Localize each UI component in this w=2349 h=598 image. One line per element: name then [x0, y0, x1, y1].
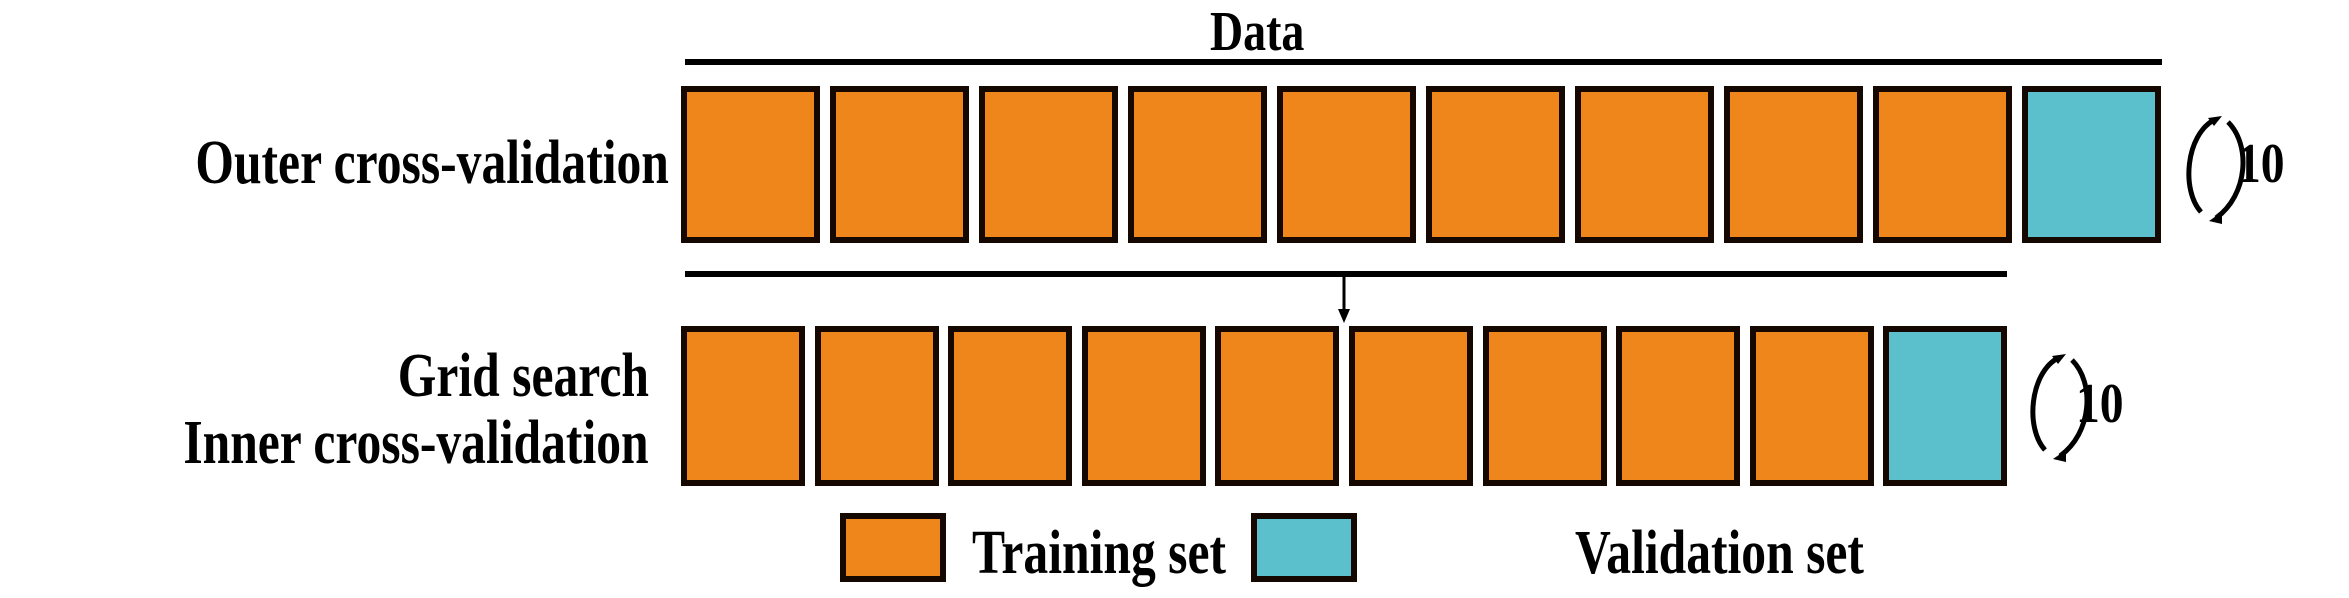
legend-training-label: Training set [972, 519, 1226, 587]
inner-training-block [1081, 326, 1206, 486]
legend-validation-label: Validation set [1575, 519, 1864, 587]
outer-training-block [1575, 86, 1714, 243]
inner-training-block [1349, 326, 1473, 486]
inner-training-block [1215, 326, 1340, 486]
inner-validation-block [1883, 326, 2008, 486]
inner-training-block [1616, 326, 1741, 486]
outer-repeat-count: 10 [2237, 133, 2285, 195]
outer-training-block [1873, 86, 2012, 243]
inner-span-line [685, 271, 2007, 277]
inner-training-block [681, 326, 805, 486]
outer-training-block [1128, 86, 1267, 243]
down-arrow-icon [1338, 277, 1350, 323]
outer-training-block [1426, 86, 1565, 243]
inner-cv-label: Inner cross-validation [183, 409, 649, 477]
repeat-cycle-icon [2030, 354, 2090, 462]
data-span-line [685, 59, 2162, 65]
grid-search-label: Grid search [397, 342, 649, 410]
data-title: Data [1210, 1, 1305, 63]
legend-validation-swatch [1251, 513, 1357, 582]
repeat-cycle-icon [2186, 116, 2246, 224]
inner-training-block [1482, 326, 1607, 486]
inner-training-block [948, 326, 1073, 486]
inner-training-block [814, 326, 939, 486]
outer-cv-label: Outer cross-validation [195, 129, 669, 197]
inner-repeat-count: 10 [2076, 373, 2124, 435]
outer-training-block [1724, 86, 1863, 243]
legend-training-swatch [840, 513, 946, 582]
inner-training-block [1749, 326, 1874, 486]
outer-validation-block [2022, 86, 2161, 243]
outer-training-block [979, 86, 1118, 243]
outer-training-block [1277, 86, 1416, 243]
outer-training-block [681, 86, 820, 243]
outer-training-block [830, 86, 969, 243]
